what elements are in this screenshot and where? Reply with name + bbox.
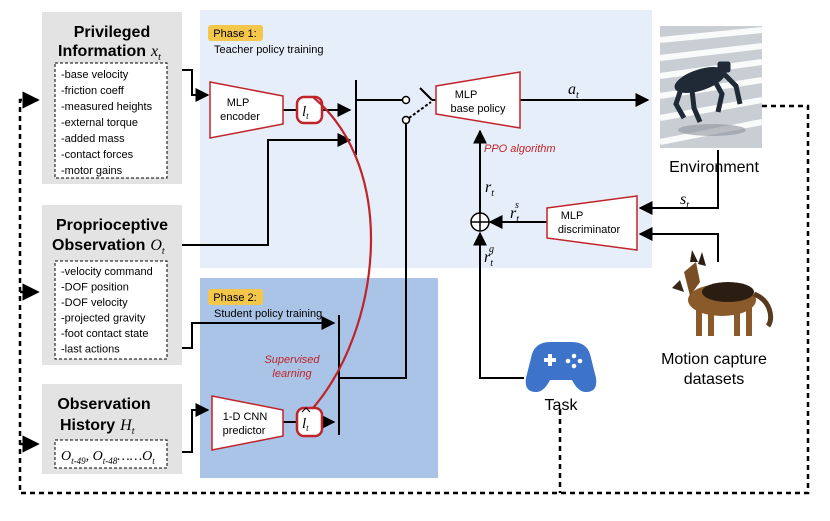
- task-label: Task: [545, 397, 579, 414]
- list-item: -last actions: [61, 344, 120, 356]
- reward-g-label: rtg: [484, 244, 494, 269]
- feedback-loop: [18, 91, 810, 495]
- supervised-label-2: learning: [272, 368, 312, 380]
- cnn-label-1: 1-D CNN: [223, 411, 268, 423]
- mlp-encoder-label-2: encoder: [220, 111, 260, 123]
- mlp-discriminator-block: [546, 195, 638, 251]
- list-item: -measured heights: [61, 101, 153, 113]
- proprio-title-1: Proprioceptive: [56, 217, 168, 234]
- motion-label-2: datasets: [684, 371, 744, 388]
- latent-label: lt: [302, 104, 309, 121]
- cnn-label-2: predictor: [223, 425, 266, 437]
- connections: [182, 69, 719, 453]
- privileged-list-box: [54, 62, 168, 179]
- history-seq-box: [54, 439, 168, 469]
- proprio-items: -velocity command -DOF position -DOF veloc…: [61, 266, 153, 356]
- policy-switch: [401, 87, 433, 125]
- supervised-label-1: Supervised: [264, 354, 320, 366]
- gamepad-icon: [525, 342, 597, 392]
- mlp-encoder-block: [209, 81, 284, 139]
- mlp-disc-label-1: MLP: [561, 210, 584, 222]
- mlp-base-label-2: base policy: [450, 103, 506, 115]
- list-item: -contact forces: [61, 149, 134, 161]
- phase2-badge-text: Phase 2:: [213, 292, 256, 304]
- reward-label: rt: [485, 179, 494, 199]
- phase1-badge: [208, 25, 263, 41]
- state-label: st: [680, 191, 689, 211]
- cnn-predictor-block: [211, 395, 284, 451]
- list-item: -base velocity: [61, 69, 129, 81]
- mlp-base-label-1: MLP: [455, 89, 478, 101]
- list-item: -DOF position: [61, 282, 129, 294]
- hat-mark: [301, 407, 311, 413]
- action-label: at: [568, 81, 579, 101]
- proprio-list-box: [54, 260, 168, 360]
- list-item: -velocity command: [61, 266, 153, 278]
- latent-box: [295, 95, 324, 125]
- sum-node: [470, 212, 490, 232]
- mlp-disc-label-2: discriminator: [558, 224, 621, 236]
- environment-label: Environment: [669, 159, 759, 176]
- list-item: -motor gains: [61, 165, 123, 177]
- list-item: -external torque: [61, 117, 138, 129]
- ppo-label: PPO algorithm: [484, 143, 556, 155]
- list-item: -projected gravity: [61, 313, 146, 325]
- dog-icon: [672, 250, 774, 336]
- history-title-1: Observation: [57, 396, 150, 413]
- supervised-arc: [312, 96, 373, 409]
- mlp-base-policy-block: [435, 71, 521, 129]
- reward-s-label: rts: [510, 200, 519, 225]
- phase2-title: Student policy training: [214, 308, 322, 320]
- motion-label-1: Motion capture: [661, 351, 767, 368]
- quadruped-robot-icon: [673, 61, 743, 123]
- mlp-encoder-label-1: MLP: [227, 97, 250, 109]
- list-item: -DOF velocity: [61, 297, 128, 309]
- privileged-items: -base velocity -friction coeff -measured h…: [61, 69, 153, 177]
- phase1-title: Teacher policy training: [214, 44, 323, 56]
- phase2-badge: [208, 289, 263, 305]
- environment-image: [659, 26, 763, 148]
- list-item: -friction coeff: [61, 85, 125, 97]
- list-item: -added mass: [61, 133, 125, 145]
- latent-hat-label: lt: [302, 416, 309, 433]
- privileged-title-1: Privileged: [74, 24, 150, 41]
- history-sequence: Ot-49, Ot-48……Ot: [61, 449, 155, 466]
- phase1-badge-text: Phase 1:: [213, 28, 256, 40]
- latent-hat-box: [295, 406, 324, 438]
- list-item: -foot contact state: [61, 328, 148, 340]
